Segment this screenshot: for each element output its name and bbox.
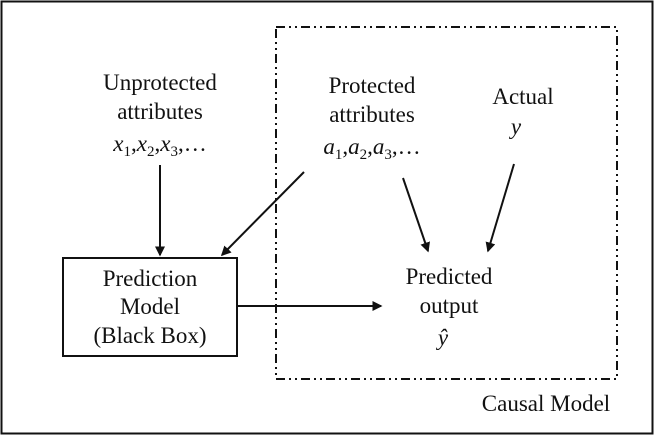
prediction-model-line2: Model [120,294,180,319]
unprotected-attributes-node: Unprotected attributes x1,x2,x3,… [103,70,217,160]
prediction-model-line1: Prediction [103,266,198,291]
protected-variables: a1,a2,a3,… [323,134,420,163]
actual-label: Actual [492,84,553,109]
prediction-model-node: Prediction Model (Black Box) [62,257,238,357]
predicted-output-symbol: ŷ [436,325,449,350]
causal-model-boundary [275,26,618,380]
actual-symbol: y [509,114,522,139]
predicted-output-line2: output [420,293,479,318]
causal-model-label: Causal Model [482,391,610,416]
arrow-protected-to-output [402,177,430,253]
actual-node: Actual y [492,84,553,139]
arrow-protected-to-model [220,171,305,257]
arrow-actual-to-output [485,163,515,253]
predicted-output-node: Predicted output ŷ [406,264,493,350]
unprotected-label-line1: Unprotected [103,70,217,95]
protected-label-line1: Protected [329,73,416,98]
unprotected-label-line2: attributes [117,99,203,124]
unprotected-variables: x1,x2,x3,… [112,131,206,160]
predicted-output-line1: Predicted [406,264,493,289]
protected-label-line2: attributes [329,102,415,127]
protected-attributes-node: Protected attributes a1,a2,a3,… [323,73,420,163]
prediction-model-box [62,257,238,357]
prediction-model-line3: (Black Box) [93,323,206,348]
